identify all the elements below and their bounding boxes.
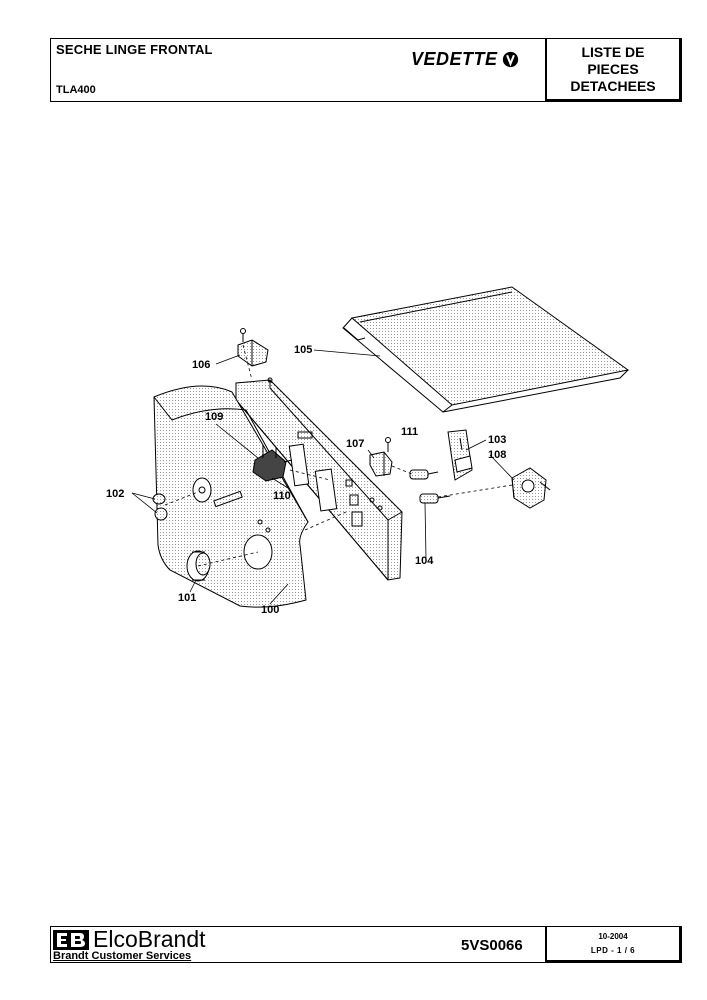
- part-105-top-cover: [342, 286, 630, 413]
- brand: VEDETTE: [411, 49, 519, 70]
- part-111-lamp: [409, 469, 439, 480]
- label-110: 110: [273, 490, 291, 502]
- label-107: 107: [346, 438, 364, 450]
- label-109: 109: [205, 411, 223, 423]
- product-title: SECHE LINGE FRONTAL: [56, 42, 213, 57]
- doc-type-line3: DETACHEES: [570, 77, 656, 94]
- document-number: 5VS0066: [461, 937, 523, 954]
- vedette-logo-icon: [502, 51, 518, 68]
- document-date: 10-2004: [598, 932, 628, 941]
- footer-info-box: 10-2004 LPD - 1 / 6: [545, 927, 681, 962]
- part-108-programmer: [511, 467, 551, 509]
- label-103: 103: [488, 434, 506, 446]
- label-108: 108: [488, 449, 506, 461]
- company-name: ElcoBrandt: [93, 926, 206, 952]
- company-subtitle: Brandt Customer Services: [53, 950, 192, 962]
- label-104: 104: [415, 555, 434, 567]
- part-109-110-switch-assembly: [252, 445, 293, 482]
- document-header: SECHE LINGE FRONTAL TLA400 VEDETTE LISTE…: [50, 38, 682, 102]
- label-100: 100: [261, 604, 279, 616]
- doc-type-line2: PIECES: [587, 60, 639, 77]
- control-panel-frame: [235, 377, 403, 581]
- document-footer: ElcoBrandt Brandt Customer Services 5VS0…: [50, 926, 682, 963]
- part-103-plate: [447, 429, 473, 481]
- elcobrandt-eb-logo-icon: [53, 930, 89, 950]
- page-number: LPD - 1 / 6: [590, 946, 636, 955]
- document-type-box: LISTE DE PIECES DETACHEES: [545, 39, 681, 101]
- brand-name: VEDETTE: [411, 49, 498, 69]
- label-106: 106: [192, 359, 210, 371]
- part-104-lamp: [419, 493, 451, 504]
- label-111: 111: [401, 426, 418, 438]
- part-106-bracket: [237, 328, 269, 367]
- label-105: 105: [294, 344, 312, 356]
- part-107-bracket: [369, 437, 393, 477]
- label-102: 102: [106, 488, 124, 500]
- doc-type-line1: LISTE DE: [581, 43, 645, 60]
- model-number: TLA400: [56, 84, 96, 96]
- part-102-buttons: [152, 493, 168, 521]
- label-101: 101: [178, 592, 196, 604]
